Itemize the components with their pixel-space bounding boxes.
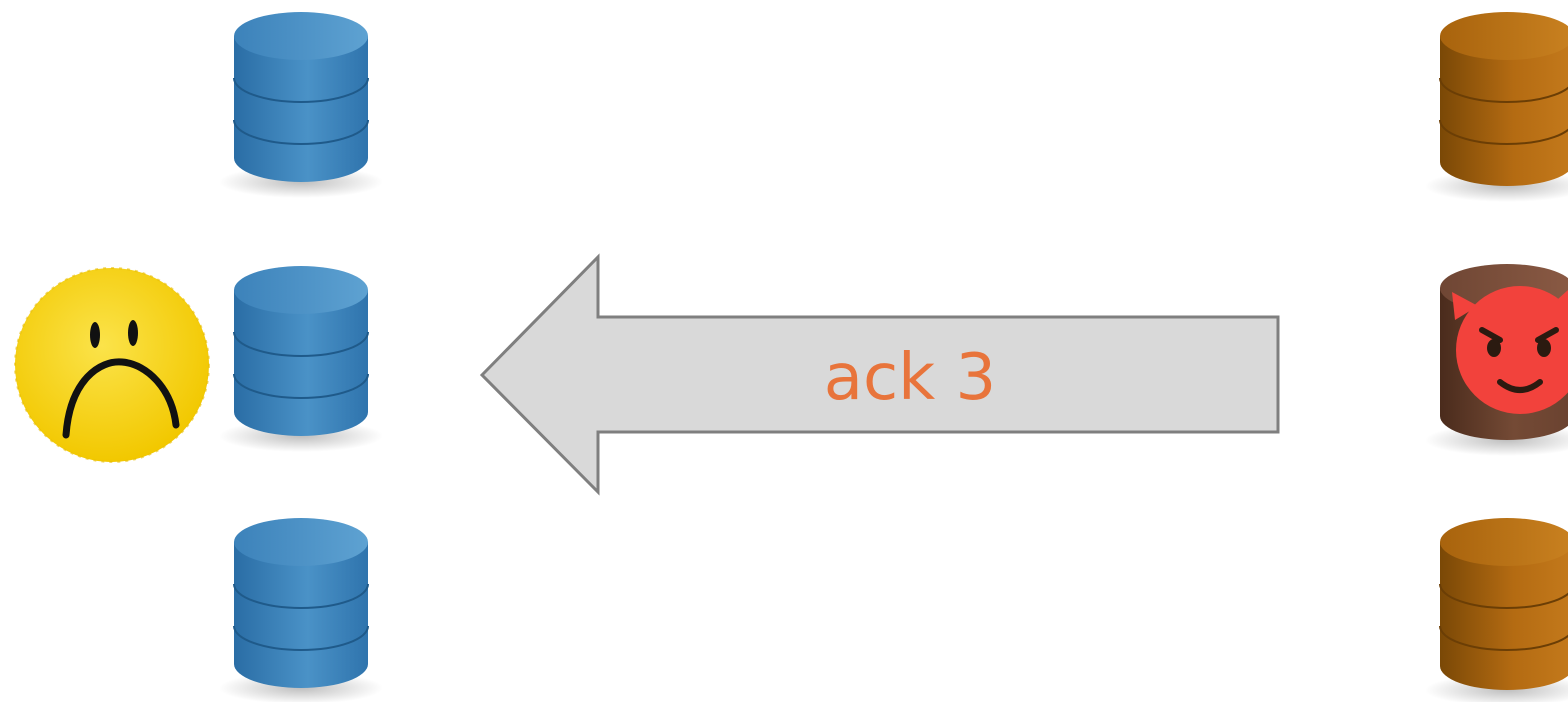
message-label: ack 3	[824, 341, 997, 415]
sad-face-icon	[14, 267, 210, 463]
left-db-node-middle	[219, 266, 383, 452]
left-db-node-bottom	[219, 518, 383, 702]
left-db-node-top	[219, 12, 383, 198]
right-db-node-bottom	[1425, 518, 1568, 702]
right-db-node-top	[1425, 12, 1568, 202]
message-arrow: ack 3	[479, 253, 1280, 496]
smiling-devil-face-icon	[1452, 286, 1568, 414]
